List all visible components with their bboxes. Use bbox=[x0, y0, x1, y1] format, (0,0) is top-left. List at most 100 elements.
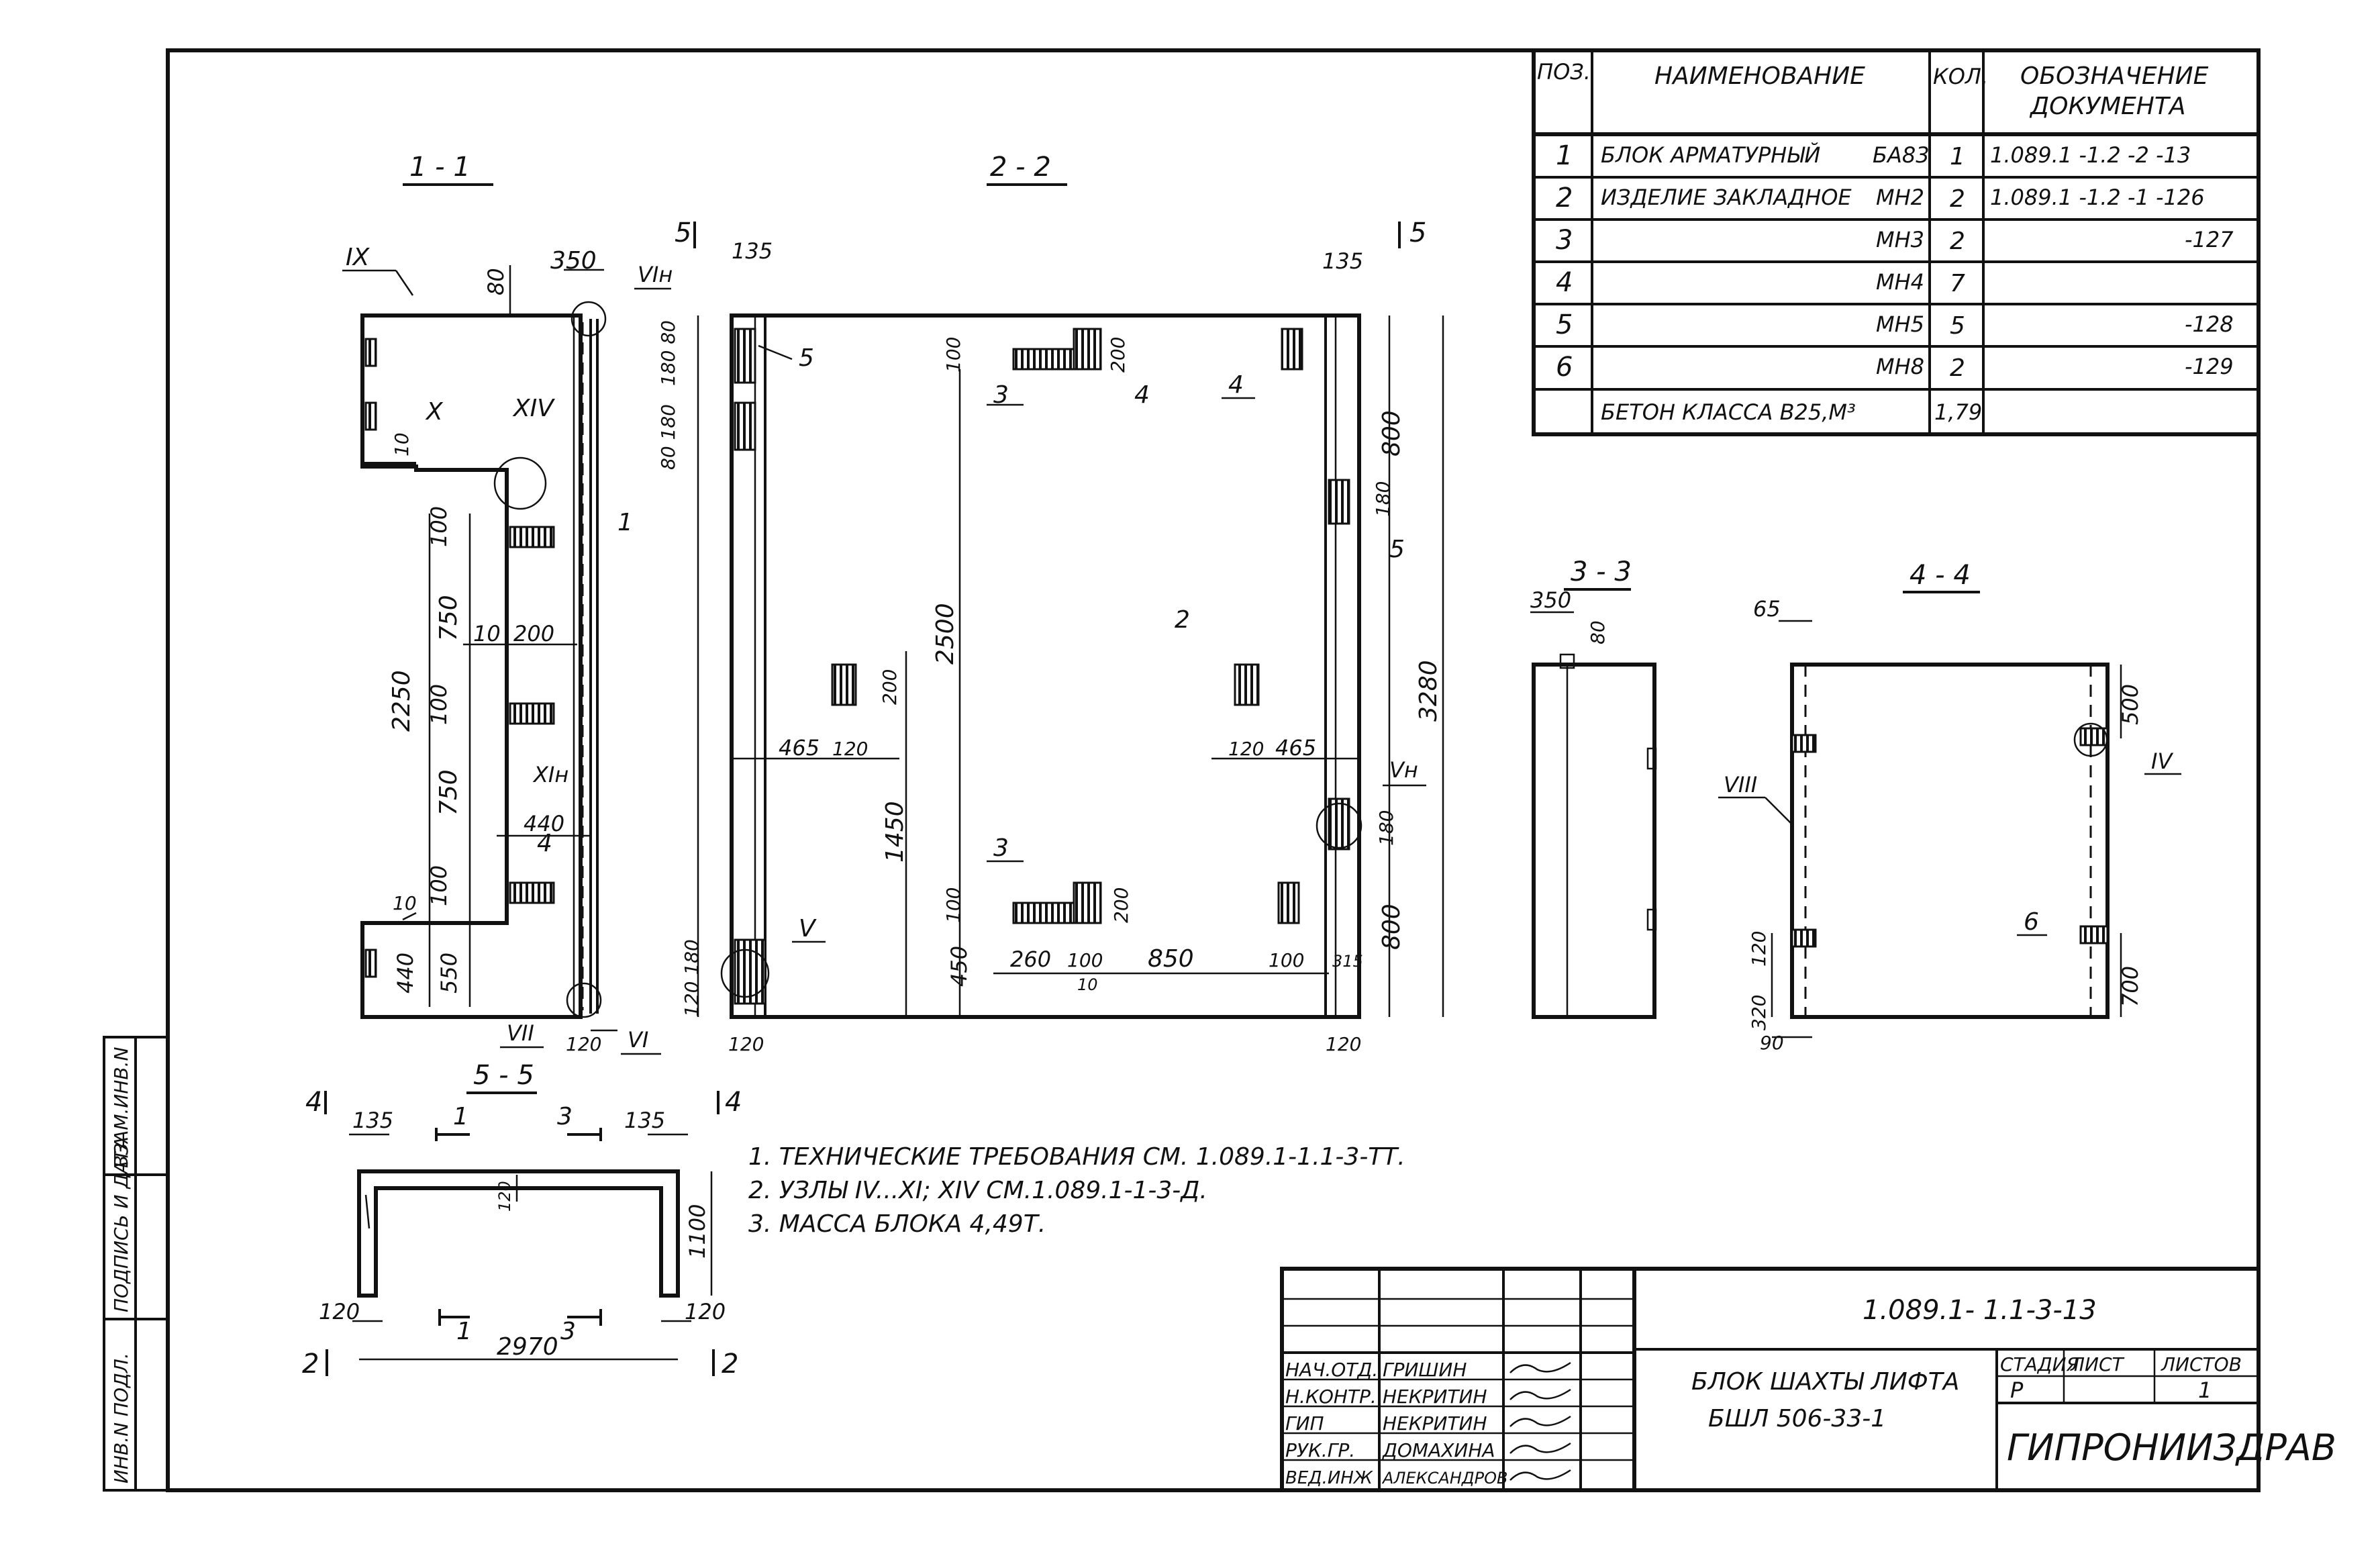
embedded-part bbox=[509, 526, 555, 548]
pos-label: 4 bbox=[1134, 381, 1150, 409]
side-stamp-inv: ИНВ.N ПОДЛ. bbox=[110, 1353, 132, 1484]
embedded-part bbox=[1281, 328, 1303, 371]
dim: 500 bbox=[2118, 684, 2143, 725]
sheet-header: ЛИСТ bbox=[2070, 1353, 2125, 1375]
pos-label: 5 bbox=[799, 344, 814, 372]
dim: 260 bbox=[1010, 947, 1051, 972]
spec-mark: МН2 bbox=[1876, 185, 1924, 210]
spec-qty: 1,79 bbox=[1934, 399, 1982, 425]
cut-label: 4 bbox=[725, 1087, 742, 1118]
staff-row: Н.КОНТР. НЕКРИТИН bbox=[1285, 1386, 1571, 1408]
drawing-title-line2: БШЛ 506-33-1 bbox=[1708, 1405, 1886, 1433]
stage-value: Р bbox=[2010, 1377, 2024, 1403]
spec-doc: -127 bbox=[2185, 227, 2234, 252]
dim: 450 bbox=[946, 946, 972, 987]
drawing-title-line1: БЛОК ШАХТЫ ЛИФТА bbox=[1691, 1368, 1959, 1396]
dim: 200 bbox=[1107, 337, 1129, 373]
dim: 100 bbox=[1067, 949, 1103, 971]
node-label: IV bbox=[2151, 748, 2173, 774]
spec-header-doc-2: ДОКУМЕНТА bbox=[2029, 93, 2185, 120]
signature-mark bbox=[1509, 1469, 1571, 1481]
dim: 135 bbox=[352, 1108, 393, 1133]
staff-row: РУК.ГР. ДОМАХИНА bbox=[1285, 1439, 1571, 1461]
spec-qty: 2 bbox=[1950, 228, 1965, 255]
dim: 800 bbox=[1378, 904, 1405, 950]
dim: 750 bbox=[435, 769, 462, 816]
node-label: VIн bbox=[638, 262, 673, 287]
side-stamp-sign: ПОДПИСЬ И ДАТА bbox=[110, 1136, 132, 1312]
spec-row: 1 БЛОК АРМАТУРНЫЙ БА83 1 1.089.1 -1.2 -2… bbox=[1556, 140, 2191, 171]
dim: 10 bbox=[473, 621, 501, 646]
dim: 120 bbox=[319, 1299, 360, 1324]
node-label: X bbox=[425, 398, 444, 426]
pos-label: 4 bbox=[537, 830, 552, 857]
node-label: V bbox=[799, 915, 817, 942]
cut-label: 2 bbox=[302, 1349, 319, 1379]
spec-qty: 5 bbox=[1950, 312, 1965, 340]
dim: 180 bbox=[1372, 481, 1394, 517]
embedded-part bbox=[1012, 348, 1075, 371]
dim: 80 bbox=[483, 268, 509, 295]
embedded-part bbox=[1073, 328, 1102, 371]
embedded-part bbox=[1277, 881, 1300, 924]
staff-row: ВЕД.ИНЖ АЛЕКСАНДРОВ bbox=[1285, 1468, 1571, 1488]
embedded-part bbox=[1073, 881, 1102, 924]
dim: 350 bbox=[550, 247, 597, 275]
node-label: XIV bbox=[512, 395, 555, 422]
dim: 465 bbox=[1275, 735, 1316, 761]
dim: 100 bbox=[426, 684, 452, 725]
embedded-part bbox=[1012, 902, 1075, 924]
staff-name: ДОМАХИНА bbox=[1381, 1439, 1495, 1461]
staff-role: Н.КОНТР. bbox=[1285, 1386, 1377, 1408]
dim: 440 bbox=[393, 953, 418, 993]
dim: 465 bbox=[779, 735, 820, 761]
dim: 100 bbox=[426, 865, 452, 906]
organization-name: ГИПРОНИИЗДРАВ bbox=[2007, 1426, 2336, 1469]
spec-mark: БА83 bbox=[1873, 142, 1930, 168]
signature-mark bbox=[1509, 1442, 1571, 1454]
staff-role: НАЧ.ОТД. bbox=[1285, 1359, 1378, 1381]
spec-doc: -128 bbox=[2185, 311, 2234, 337]
pos-label: 4 bbox=[1228, 371, 1244, 399]
spec-name: БЛОК АРМАТУРНЫЙ bbox=[1601, 142, 1820, 168]
spec-header-name: НАИМЕНОВАНИЕ bbox=[1654, 62, 1865, 90]
node-label: XIн bbox=[532, 762, 568, 787]
spec-pos: 4 bbox=[1556, 267, 1573, 298]
cut-label: 3 bbox=[560, 1318, 576, 1345]
spec-pos: 6 bbox=[1556, 352, 1573, 383]
dim: 120 bbox=[1326, 1033, 1361, 1055]
spec-name: БЕТОН КЛАССА В25,М³ bbox=[1601, 399, 1856, 425]
spec-pos: 3 bbox=[1556, 225, 1573, 256]
dim: 10 bbox=[1077, 975, 1098, 994]
section-title-2-2: 2 - 2 bbox=[990, 152, 1051, 183]
spec-doc: -129 bbox=[2185, 354, 2234, 379]
dim: 120 bbox=[685, 1299, 726, 1324]
staff-name: НЕКРИТИН bbox=[1383, 1412, 1487, 1435]
section-3-3: 3 - 3 350 80 bbox=[1530, 556, 1657, 1019]
dim: 120 bbox=[566, 1033, 601, 1055]
dim: 550 bbox=[436, 953, 462, 993]
pos-label: 2 bbox=[1175, 606, 1190, 634]
stage-header: СТАДИЯ bbox=[2000, 1353, 2079, 1375]
dim: 1450 bbox=[881, 801, 909, 863]
cut-label: 5 bbox=[675, 217, 691, 248]
dim: 200 bbox=[513, 621, 554, 646]
doc-number: 1.089.1- 1.1-3-13 bbox=[1863, 1295, 2097, 1326]
spec-row: 4 МН4 7 bbox=[1556, 267, 1965, 298]
dim: 135 bbox=[624, 1108, 665, 1133]
cut-label: 1 bbox=[453, 1103, 468, 1130]
node-label: VI bbox=[628, 1027, 648, 1053]
title-block: НАЧ.ОТД. ГРИШИН Н.КОНТР. НЕКРИТИН ГИП НЕ… bbox=[1280, 1267, 2336, 1492]
note-item: 3. МАССА БЛОКА 4,49Т. bbox=[748, 1210, 1046, 1238]
dim: 315 bbox=[1332, 952, 1363, 971]
spec-qty: 2 bbox=[1950, 185, 1965, 213]
spec-name: ИЗДЕЛИЕ ЗАКЛАДНОЕ bbox=[1601, 185, 1852, 210]
dim: 200 bbox=[1110, 887, 1132, 923]
dim: 440 bbox=[524, 811, 564, 836]
pos-label: 6 bbox=[2024, 908, 2039, 936]
embedded-part bbox=[1234, 663, 1260, 706]
spec-header-pos: ПОЗ. bbox=[1537, 59, 1591, 85]
dim: 10 bbox=[393, 892, 417, 914]
pos-label: 5 bbox=[1389, 536, 1405, 563]
section-4-4: 4 - 4 65 500 320 120 700 90 VIII IV 6 bbox=[1718, 560, 2181, 1054]
